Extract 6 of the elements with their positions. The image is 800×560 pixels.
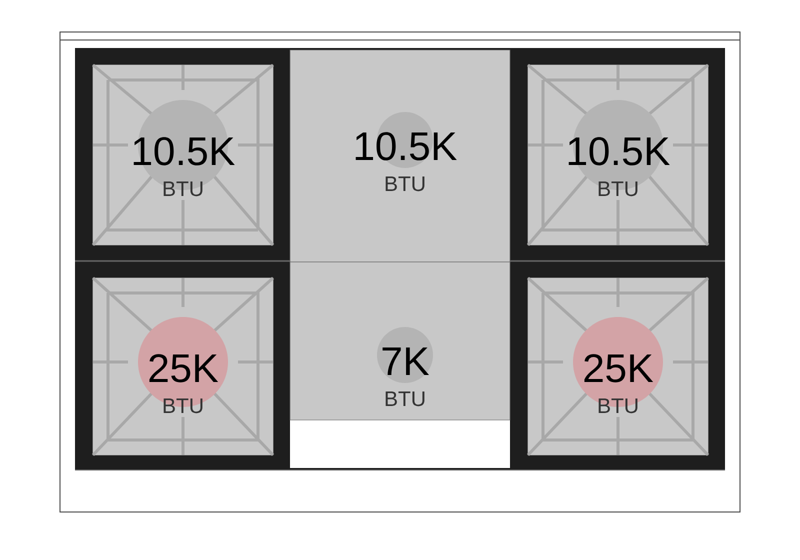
burner-zone: 10.5K BTU: [526, 64, 710, 246]
burner-zone: 10.5K BTU: [290, 50, 510, 262]
burner-zone: 25K BTU: [92, 276, 274, 456]
burner-zone: 10.5K BTU: [92, 64, 274, 246]
burner-zone: 25K BTU: [526, 276, 710, 456]
burner-zone: 7K BTU: [290, 262, 510, 420]
